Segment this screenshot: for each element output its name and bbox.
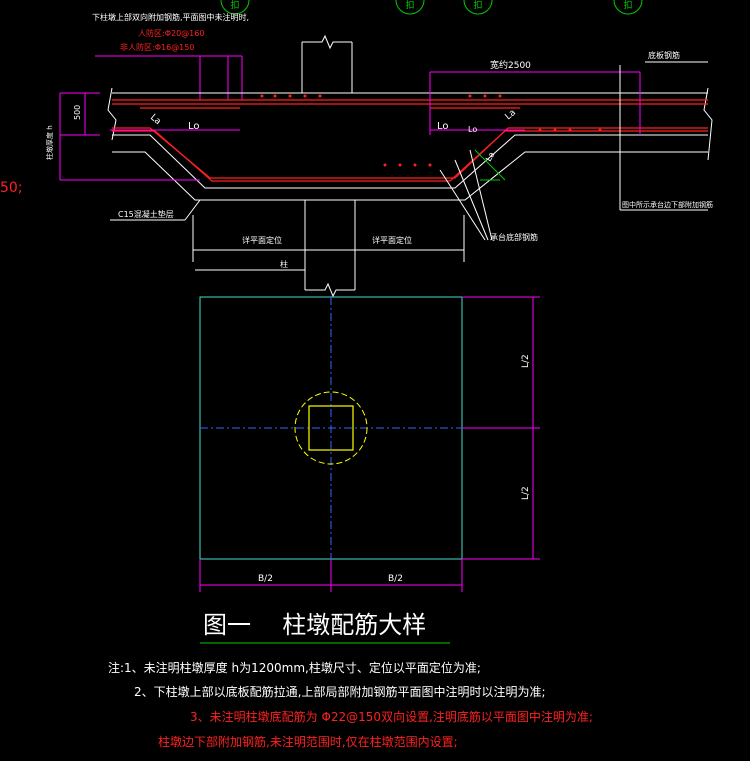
grid-marker-label-3: 扣 bbox=[473, 0, 482, 11]
la-label-right: La bbox=[504, 108, 518, 122]
plan-dim-bottom-left: B/2 bbox=[258, 574, 273, 584]
width-label: 宽约2500 bbox=[490, 59, 531, 71]
left-fragment: 50; bbox=[0, 180, 23, 196]
grid-marker-label-4: 扣 bbox=[623, 0, 632, 11]
top-note-line1: 下柱墩上部双向附加钢筋,平面图中未注明时, bbox=[92, 12, 249, 22]
section-dimensions bbox=[59, 71, 641, 181]
bottom-rebar-label: 底板钢筋 bbox=[648, 50, 680, 60]
rebar-dots bbox=[260, 94, 602, 167]
top-note-line2: 人防区:Φ20@160 bbox=[138, 28, 204, 38]
grid-marker-3 bbox=[463, 0, 493, 15]
note-4: 柱墩边下部附加钢筋,未注明范围时,仅在柱墩范围内设置; bbox=[158, 735, 458, 749]
lower-rebar-leader bbox=[439, 65, 708, 241]
plan-centerlines bbox=[200, 297, 462, 559]
figure-name: 柱墩配筋大样 bbox=[282, 611, 427, 639]
grid-marker-1 bbox=[220, 0, 250, 15]
grid-markers bbox=[220, 0, 643, 15]
grid-marker-2 bbox=[395, 0, 425, 15]
plan-dim-bottom-right: B/2 bbox=[388, 574, 403, 584]
la-label-small: La bbox=[484, 150, 497, 163]
grid-marker-label-2: 扣 bbox=[405, 0, 414, 11]
grid-marker-4 bbox=[613, 0, 643, 15]
top-note-line3: 非人防区:Φ16@150 bbox=[120, 42, 194, 52]
plan-dimensions bbox=[199, 296, 540, 592]
h-500-label: 500 bbox=[73, 105, 82, 120]
note-1: 注:1、未注明柱墩厚度 h为1200mm,柱墩尺寸、定位以平面定位为准; bbox=[108, 661, 481, 675]
note-2: 2、下柱墩上部以底板配筋拉通,上部局部附加钢筋平面图中注明时以注明为准; bbox=[134, 685, 546, 699]
section-structure bbox=[107, 34, 713, 298]
lower-rebar-note: 图中所示承台边下部附加钢筋 bbox=[622, 200, 713, 209]
la-label-left: La bbox=[148, 113, 162, 127]
leader-marks bbox=[474, 149, 506, 181]
note-3: 3、未注明柱墩底配筋为 Φ22@150双向设置,注明底筋以平面图中注明为准; bbox=[190, 710, 593, 724]
column-label: 柱 bbox=[280, 259, 288, 269]
lo-label-mid: Lo bbox=[468, 125, 477, 134]
column-square bbox=[308, 405, 354, 451]
thickness-label: 柱墩厚度 h bbox=[45, 125, 54, 160]
grid-marker-label-1: 扣 bbox=[230, 0, 239, 11]
concrete-label: C15混凝土垫层 bbox=[118, 209, 174, 219]
plan-dim-right-bottom: L/2 bbox=[521, 486, 531, 500]
section-rebar bbox=[112, 99, 708, 182]
cap-bottom-rebar-label: 承台底部钢筋 bbox=[490, 232, 538, 242]
extent-right-label: 详平面定位 bbox=[372, 235, 412, 245]
figure-title: 图一 柱墩配筋大样 bbox=[203, 605, 426, 640]
plan-dim-right-top: L/2 bbox=[521, 354, 531, 368]
column-circle bbox=[294, 391, 368, 465]
lo-label-left: Lo bbox=[188, 121, 200, 132]
lo-label-right: Lo bbox=[437, 121, 449, 132]
figure-number: 图一 bbox=[203, 611, 251, 639]
extent-left-label: 详平面定位 bbox=[242, 235, 282, 245]
